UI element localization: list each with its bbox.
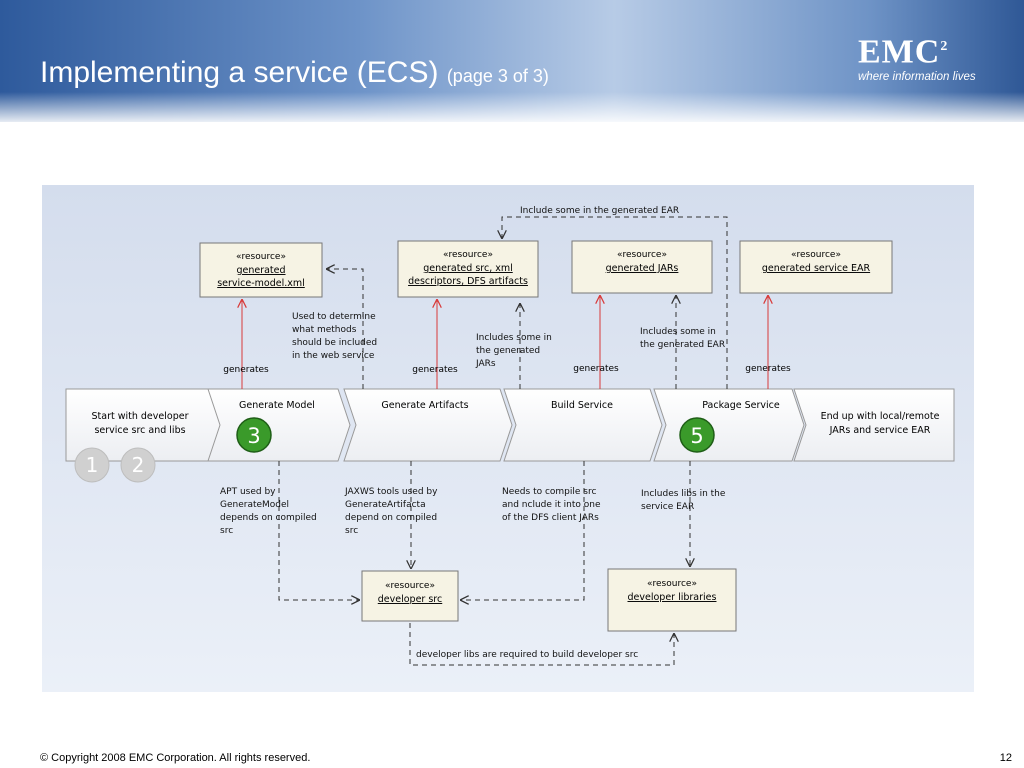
apt-line <box>278 461 360 600</box>
svg-text:«resource»: «resource» <box>617 250 667 260</box>
svg-text:Build Service: Build Service <box>551 400 613 411</box>
svg-text:Generate Artifacts: Generate Artifacts <box>381 400 468 411</box>
note-includes-jars: Includes some in <box>476 333 552 343</box>
svg-text:GenerateModel: GenerateModel <box>220 500 289 510</box>
slide-title-text: Implementing a service (ECS) <box>40 56 439 89</box>
include-ear-line <box>502 216 728 389</box>
svg-text:End up with local/remote: End up with local/remote <box>821 411 940 422</box>
svg-text:should be included: should be included <box>292 338 377 348</box>
svg-text:GenerateArtifacta: GenerateArtifacta <box>345 500 426 510</box>
svg-text:and nclude it into one: and nclude it into one <box>502 500 601 510</box>
generates-labels: generates generates generates generates <box>223 364 791 375</box>
note-jaxws: JAXWS tools used by <box>344 487 438 497</box>
svg-text:«resource»: «resource» <box>791 250 841 260</box>
svg-text:descriptors, DFS artifacts: descriptors, DFS artifacts <box>408 276 528 287</box>
note-used-to-determine-1: Used to determine <box>292 312 376 322</box>
note-apt: APT used by <box>220 487 276 497</box>
svg-text:developer libraries: developer libraries <box>628 592 717 603</box>
svg-text:JARs: JARs <box>475 359 496 369</box>
logo-tagline: where information lives <box>858 71 976 84</box>
stage-generate-model: Generate Model <box>207 388 351 462</box>
resource-generated-model: «resource» generated service-model.xml <box>199 242 323 298</box>
svg-text:generates: generates <box>573 364 619 374</box>
svg-text:depends on compiled: depends on compiled <box>220 513 317 523</box>
svg-text:generated src, xml: generated src, xml <box>423 263 513 274</box>
svg-text:generated service EAR: generated service EAR <box>762 263 871 274</box>
logo-mark: EMC2 <box>858 33 949 71</box>
svg-text:depend on compiled: depend on compiled <box>345 513 437 523</box>
svg-text:Package Service: Package Service <box>702 400 780 411</box>
svg-text:5: 5 <box>690 424 703 448</box>
copyright-footer: © Copyright 2008 EMC Corporation. All ri… <box>40 752 311 764</box>
note-needs-compile: Needs to compile src <box>502 487 596 497</box>
page-number: 12 <box>999 752 1012 764</box>
svg-text:what methods: what methods <box>292 325 357 335</box>
step-badge-2: 2 <box>120 447 156 483</box>
svg-text:«resource»: «resource» <box>443 250 493 260</box>
svg-text:1: 1 <box>86 453 99 477</box>
svg-text:3: 3 <box>247 424 260 448</box>
svg-text:src: src <box>220 526 233 536</box>
step-badge-5: 5 <box>679 417 715 453</box>
svg-text:JARs and service EAR: JARs and service EAR <box>829 425 931 436</box>
svg-text:generates: generates <box>223 365 269 375</box>
svg-text:Start with developer: Start with developer <box>92 411 189 422</box>
stage-generate-artifacts: Generate Artifacts <box>343 388 513 462</box>
used-to-determine-line <box>326 269 364 389</box>
slide-title: Implementing a service (ECS) (page 3 of … <box>40 56 549 90</box>
step-badge-1: 1 <box>74 447 110 483</box>
step-badge-3: 3 <box>236 417 272 453</box>
svg-text:«resource»: «resource» <box>647 579 697 589</box>
svg-text:generated: generated <box>236 265 285 276</box>
svg-text:the generated: the generated <box>476 346 540 356</box>
slide-subtitle: (page 3 of 3) <box>446 66 549 86</box>
svg-text:generates: generates <box>412 365 458 375</box>
svg-text:src: src <box>345 526 358 536</box>
stage-package-service: Package Service <box>653 388 805 462</box>
svg-text:in the web service: in the web service <box>292 351 375 361</box>
stage-start: Start with developer service src and lib… <box>65 388 225 462</box>
svg-text:«resource»: «resource» <box>385 581 435 591</box>
svg-text:generates: generates <box>745 364 791 374</box>
svg-text:developer src: developer src <box>378 594 442 605</box>
note-include-ear: Include some in the generated EAR <box>520 206 679 216</box>
svg-text:«resource»: «resource» <box>236 252 286 262</box>
needs-compile-line <box>460 461 585 600</box>
svg-text:Generate Model: Generate Model <box>239 400 315 411</box>
resource-generated-jars: «resource» generated JARs <box>571 240 713 294</box>
svg-text:the generated EAR: the generated EAR <box>640 340 725 350</box>
svg-text:of the DFS client JARs: of the DFS client JARs <box>502 513 599 523</box>
svg-text:service-model.xml: service-model.xml <box>217 278 305 289</box>
dependency-lines <box>278 216 728 666</box>
resource-developer-src: «resource» developer src <box>361 570 459 622</box>
resource-developer-libraries: «resource» developer libraries <box>607 568 737 632</box>
resource-generated-ear: «resource» generated service EAR <box>739 240 893 294</box>
note-includes-ear: Includes some in <box>640 327 716 337</box>
note-includes-libs: Includes libs in the <box>641 489 726 499</box>
ecs-process-diagram: «resource» generated service-model.xml «… <box>42 185 974 692</box>
svg-text:2: 2 <box>132 453 145 477</box>
svg-text:generated JARs: generated JARs <box>606 263 679 274</box>
stage-build-service: Build Service <box>503 388 663 462</box>
stage-end: End up with local/remote JARs and servic… <box>793 388 955 462</box>
svg-text:service src and libs: service src and libs <box>94 425 185 436</box>
header-fade <box>0 92 1024 126</box>
diagram-notes: Include some in the generated EAR Used t… <box>220 206 726 660</box>
dev-libs-line <box>409 623 674 666</box>
resource-generated-src: «resource» generated src, xml descriptor… <box>397 240 539 298</box>
note-dev-libs-required: developer libs are required to build dev… <box>416 650 638 660</box>
generates-arrows <box>242 295 768 389</box>
emc-logo: EMC2 where information lives <box>858 30 988 84</box>
svg-text:service EAR: service EAR <box>641 502 694 512</box>
